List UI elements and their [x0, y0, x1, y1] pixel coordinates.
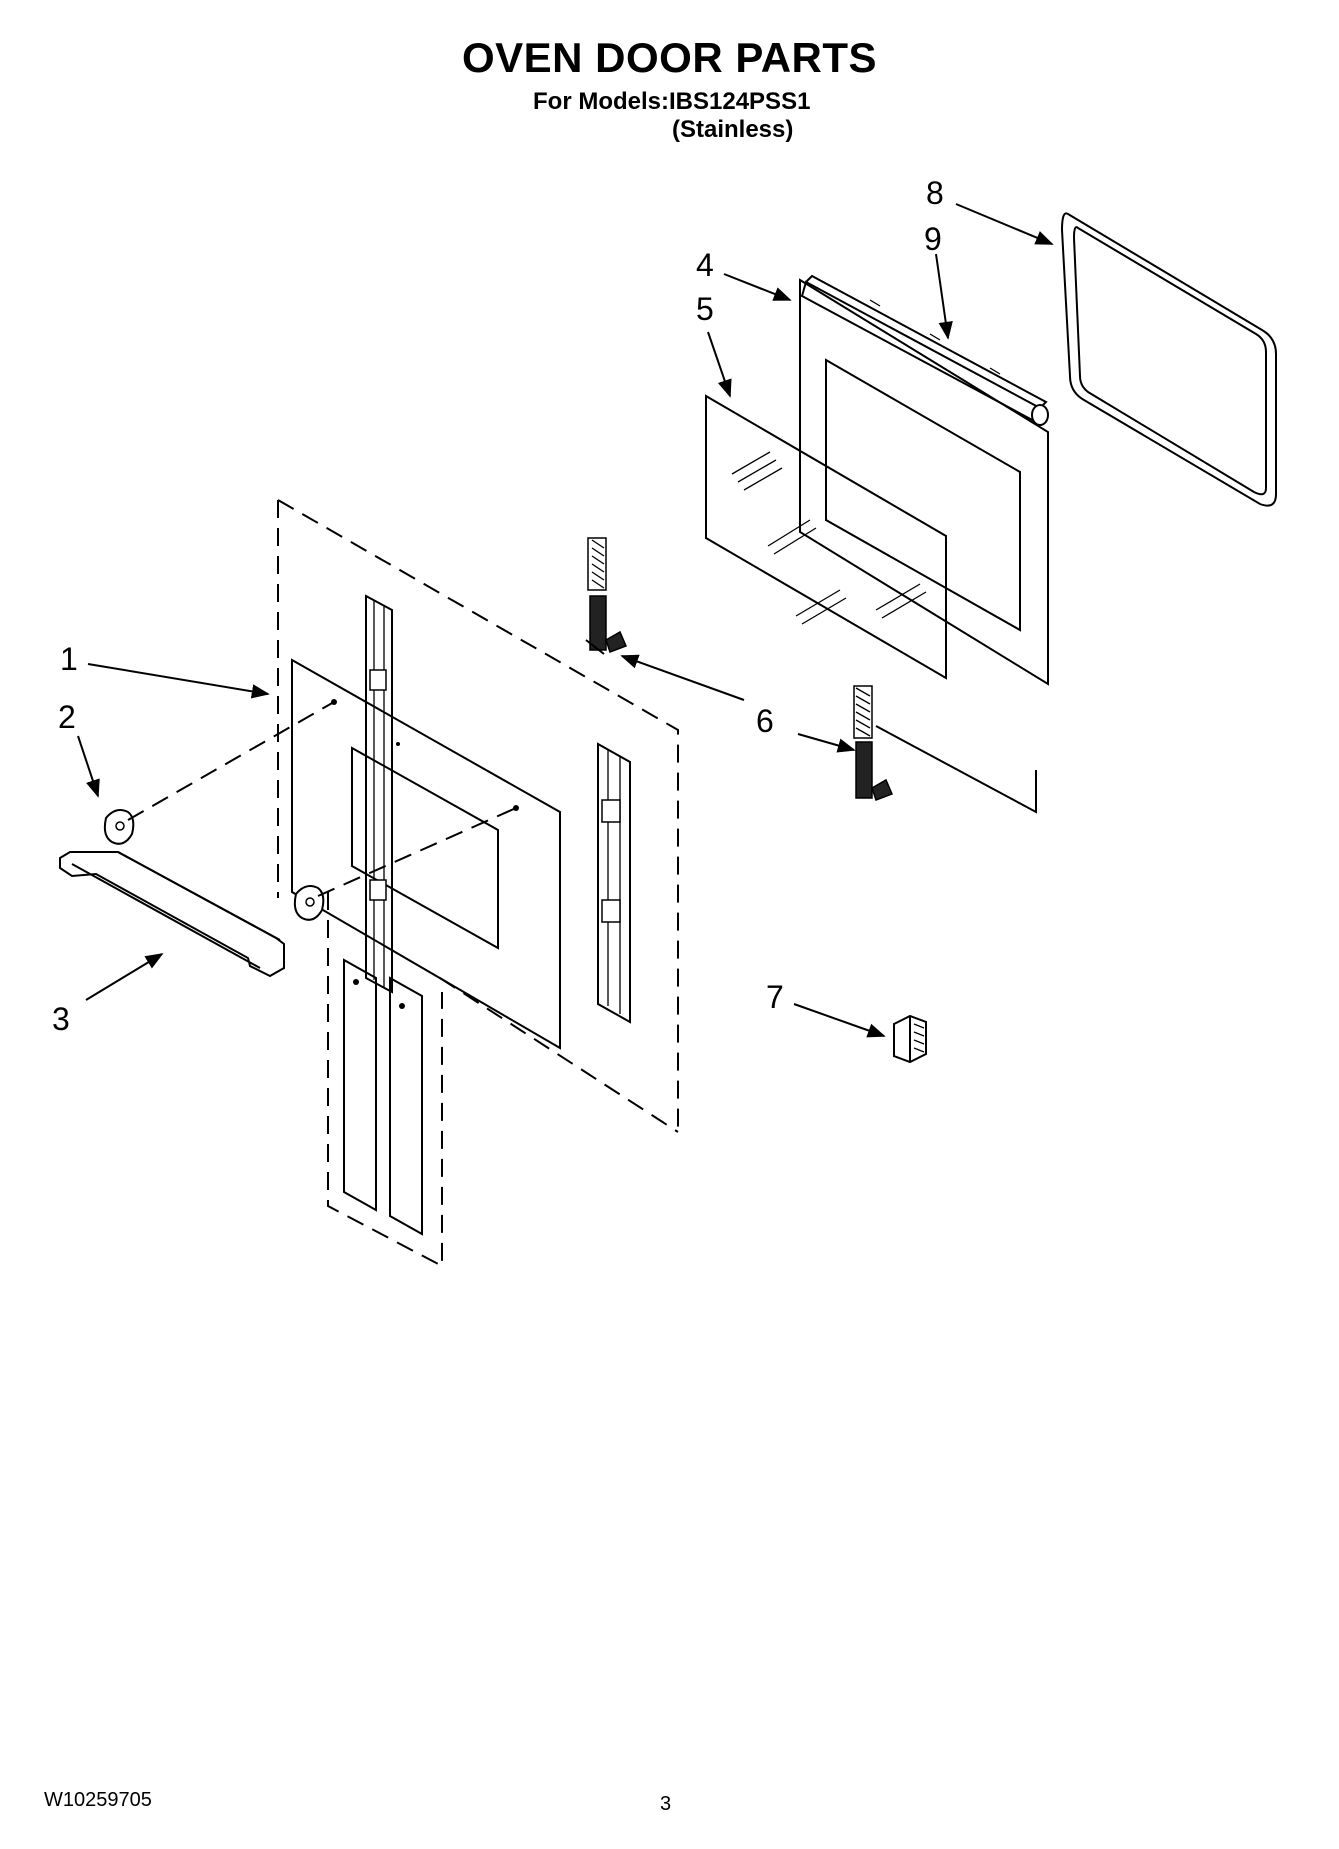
- door-gasket-part: [1060, 212, 1277, 507]
- door-hinge-part-lower: [853, 685, 893, 801]
- callout-1: 1: [60, 641, 78, 677]
- callout-leader-lines: [77, 203, 1054, 1038]
- door-handle-part: [59, 851, 285, 978]
- callout-3: 3: [52, 1001, 70, 1037]
- model-number-line: For Models:IBS124PSS1: [533, 88, 811, 115]
- door-vent-trim-part: [800, 274, 1049, 426]
- callout-6: 6: [756, 703, 774, 739]
- page-number: 3: [660, 1793, 672, 1815]
- door-frame-rail-right: [597, 742, 631, 1024]
- door-hinge-part-upper: [585, 537, 627, 655]
- finish-line: (Stainless): [672, 116, 794, 143]
- handle-mount-part: [103, 809, 325, 921]
- callout-8: 8: [926, 175, 944, 211]
- callout-9: 9: [924, 221, 942, 257]
- outer-door-panel-part: [291, 658, 561, 1050]
- door-frame-rail-left: [365, 594, 393, 994]
- door-glass-part: [705, 394, 1037, 814]
- callout-5: 5: [696, 291, 714, 327]
- insulation-strip-parts: [343, 958, 423, 1236]
- handle-mount-guide-lines: [127, 701, 517, 897]
- door-assembly-outline: [277, 499, 679, 1268]
- callout-7: 7: [766, 979, 784, 1015]
- page-title: OVEN DOOR PARTS: [461, 34, 878, 81]
- callout-4: 4: [696, 247, 714, 283]
- clip-part: [893, 1014, 927, 1064]
- callout-2: 2: [58, 699, 76, 735]
- inner-door-panel-part: [799, 278, 1049, 686]
- document-number: W10259705: [44, 1789, 152, 1811]
